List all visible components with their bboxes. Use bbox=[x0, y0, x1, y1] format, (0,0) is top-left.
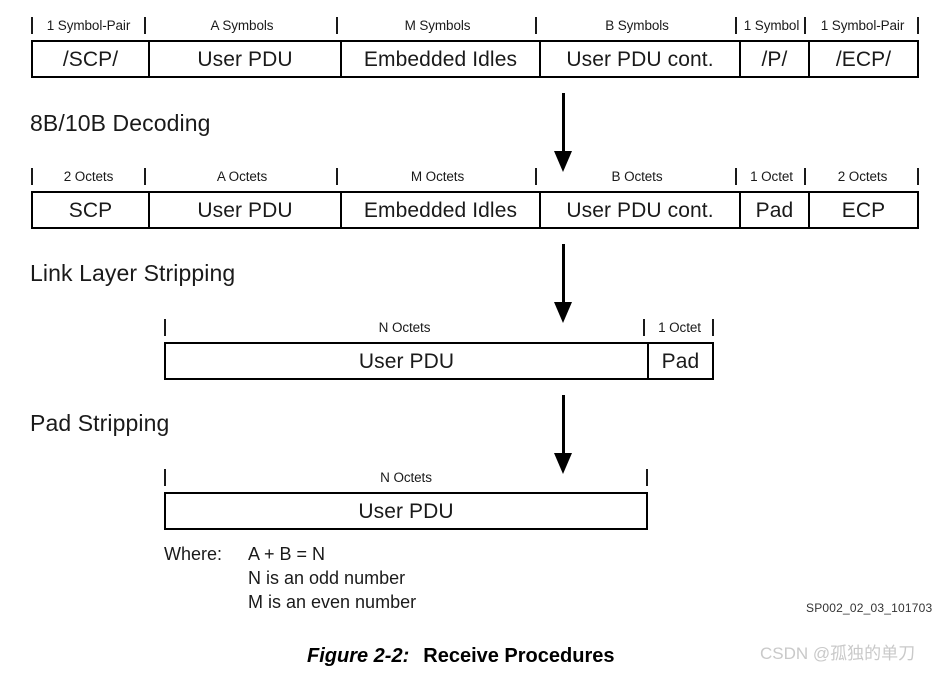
tick-mark-right bbox=[735, 17, 737, 34]
dimension-label: B Octets bbox=[611, 169, 663, 184]
dimension-segment: N Octets bbox=[164, 317, 645, 339]
tick-mark-right bbox=[712, 319, 714, 336]
packet-cell-pad: Pad bbox=[647, 344, 712, 378]
dimension-label: M Octets bbox=[410, 169, 465, 184]
dimension-segment: 1 Symbol-Pair bbox=[31, 15, 146, 37]
stage-label-link-layer-stripping: Link Layer Stripping bbox=[30, 260, 236, 286]
dimension-label: 1 Symbol-Pair bbox=[820, 18, 905, 33]
packet-symbols: /SCP/ User PDU Embedded Idles User PDU c… bbox=[31, 40, 919, 78]
arrow-shaft bbox=[562, 93, 565, 151]
dimension-segment: B Octets bbox=[537, 166, 737, 188]
flow-arrow-3 bbox=[553, 395, 575, 474]
dimension-row-stripped: N Octets 1 Octet bbox=[164, 317, 714, 339]
packet-cell-user-pdu-cont: User PDU cont. bbox=[539, 42, 739, 76]
notes-label: Where: bbox=[164, 544, 223, 564]
tick-mark-right bbox=[535, 17, 537, 34]
tick-mark-right bbox=[735, 168, 737, 185]
stage-label-8b10b-decoding: 8B/10B Decoding bbox=[30, 110, 211, 136]
arrow-head bbox=[554, 302, 572, 323]
packet-cell-embedded-idles: Embedded Idles bbox=[340, 42, 539, 76]
dimension-label: 1 Octet bbox=[658, 320, 701, 335]
dimension-segment: 1 Octet bbox=[737, 166, 806, 188]
stage-label-pad-stripping: Pad Stripping bbox=[30, 410, 170, 436]
dimension-segment: 2 Octets bbox=[31, 166, 146, 188]
dimension-label: B Symbols bbox=[605, 18, 669, 33]
dimension-label: A Symbols bbox=[210, 18, 274, 33]
packet-cell-user-pdu: User PDU bbox=[148, 193, 340, 227]
watermark: CSDN @孤独的单刀 bbox=[760, 644, 916, 663]
flow-arrow-2 bbox=[553, 244, 575, 323]
dimension-label: 2 Octets bbox=[837, 169, 888, 184]
tick-mark-right bbox=[917, 168, 919, 185]
dimension-segment: N Octets bbox=[164, 467, 648, 489]
dimension-segment: 1 Octet bbox=[645, 317, 714, 339]
packet-cell-pad-symbol: /P/ bbox=[739, 42, 808, 76]
tick-mark-right bbox=[535, 168, 537, 185]
packet-octets: SCP User PDU Embedded Idles User PDU con… bbox=[31, 191, 919, 229]
notes-line: M is an even number bbox=[248, 592, 417, 612]
arrow-head bbox=[554, 453, 572, 474]
tick-mark-right bbox=[804, 168, 806, 185]
packet-cell-pad: Pad bbox=[739, 193, 808, 227]
packet-user-pdu: User PDU bbox=[164, 492, 648, 530]
dimension-label: 1 Octet bbox=[750, 169, 793, 184]
figure-caption: Figure 2-2: Receive Procedures bbox=[307, 646, 614, 666]
tick-mark-right bbox=[917, 17, 919, 34]
tick-mark-left bbox=[164, 319, 166, 336]
flow-arrow-1 bbox=[553, 93, 575, 172]
dimension-segment: A Symbols bbox=[146, 15, 338, 37]
figure-number: Figure 2-2: bbox=[307, 645, 410, 667]
dimension-segment: B Symbols bbox=[537, 15, 737, 37]
notes-lines: A + B = N N is an odd number M is an eve… bbox=[248, 542, 416, 614]
dimension-segment: M Symbols bbox=[338, 15, 537, 37]
tick-mark-left bbox=[31, 168, 33, 185]
dimension-segment: 1 Symbol-Pair bbox=[806, 15, 919, 37]
packet-cell-embedded-idles: Embedded Idles bbox=[340, 193, 539, 227]
packet-cell-scp: SCP bbox=[68, 198, 113, 222]
tick-mark-right bbox=[144, 17, 146, 34]
arrow-shaft bbox=[562, 244, 565, 302]
figure-title: Receive Procedures bbox=[423, 645, 615, 667]
packet-cell-scp: /SCP/ bbox=[62, 47, 119, 71]
dimension-row-symbols: 1 Symbol-Pair A Symbols M Symbols B Symb… bbox=[31, 15, 919, 37]
notes-line: A + B = N bbox=[248, 544, 326, 564]
dimension-row-user-pdu: N Octets bbox=[164, 467, 648, 489]
dimension-label: N Octets bbox=[378, 320, 431, 335]
tick-mark-right bbox=[646, 469, 648, 486]
packet-stripped: User PDU Pad bbox=[164, 342, 714, 380]
notes-line: N is an odd number bbox=[248, 568, 406, 588]
dimension-segment: A Octets bbox=[146, 166, 338, 188]
dimension-label: N Octets bbox=[380, 470, 432, 485]
dimension-label: 2 Octets bbox=[63, 169, 114, 184]
dimension-label: A Octets bbox=[216, 169, 268, 184]
dimension-label: 1 Symbol bbox=[743, 18, 800, 33]
packet-cell-user-pdu-cont: User PDU cont. bbox=[539, 193, 739, 227]
dimension-segment: 2 Octets bbox=[806, 166, 919, 188]
tick-mark-right bbox=[336, 17, 338, 34]
packet-cell-ecp: ECP bbox=[808, 193, 917, 227]
dimension-label: 1 Symbol-Pair bbox=[46, 18, 131, 33]
tick-mark-left bbox=[164, 469, 166, 486]
dimension-label: M Symbols bbox=[404, 18, 471, 33]
dimension-row-octets: 2 Octets A Octets M Octets B Octets 1 Oc… bbox=[31, 166, 919, 188]
tick-mark-left bbox=[31, 17, 33, 34]
packet-cell-user-pdu: User PDU bbox=[148, 42, 340, 76]
arrow-shaft bbox=[562, 395, 565, 453]
tick-mark-right bbox=[804, 17, 806, 34]
tick-mark-right bbox=[643, 319, 645, 336]
tick-mark-right bbox=[144, 168, 146, 185]
packet-cell-user-pdu: User PDU bbox=[358, 499, 454, 523]
document-id: SP002_02_03_101703 bbox=[806, 601, 933, 615]
packet-cell-user-pdu: User PDU bbox=[358, 349, 455, 373]
packet-cell-ecp: /ECP/ bbox=[808, 42, 917, 76]
arrow-head bbox=[554, 151, 572, 172]
tick-mark-right bbox=[336, 168, 338, 185]
dimension-segment: 1 Symbol bbox=[737, 15, 806, 37]
dimension-segment: M Octets bbox=[338, 166, 537, 188]
